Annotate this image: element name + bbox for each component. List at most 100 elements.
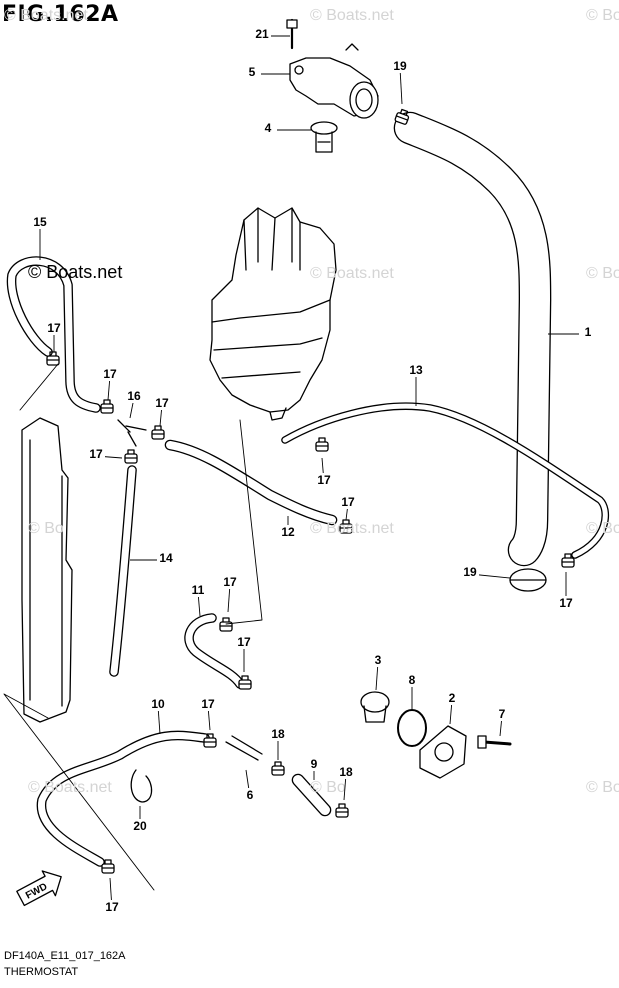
engine-ribs (243, 207, 301, 271)
callout-bg (125, 389, 143, 403)
clamp-17-d (124, 449, 138, 464)
callout-bg (157, 551, 175, 565)
clamp-17-j (203, 733, 217, 748)
watermark: © Boats.net (310, 7, 394, 24)
callout-bg (579, 325, 597, 339)
callout-bg (407, 363, 425, 377)
callout-17: 17 (559, 596, 573, 610)
clamp-17-i (238, 675, 252, 690)
callout-bg (259, 121, 277, 135)
thermostat-4-flange (310, 121, 338, 135)
watermark: © Boats.net (310, 265, 394, 282)
callout-bg (149, 697, 167, 711)
watermark: © Boats.net (586, 779, 619, 796)
clamp-17-g (561, 553, 575, 568)
cover-outlet (349, 81, 379, 119)
callout-15: 15 (33, 215, 47, 229)
hose-15 (6, 256, 101, 413)
callout-12: 12 (281, 525, 295, 539)
guide-lines (3, 363, 263, 891)
clamp-19-upper (394, 108, 410, 125)
callout-bg (391, 59, 409, 73)
callout-20: 20 (133, 819, 147, 833)
callout-5: 5 (249, 65, 256, 79)
callout-19: 19 (393, 59, 407, 73)
callout-13: 13 (409, 363, 423, 377)
callout-16: 16 (127, 389, 141, 403)
engine-block (209, 207, 337, 413)
clamp-17-f (315, 437, 329, 452)
clip-20 (130, 769, 153, 803)
callout-bg (253, 27, 271, 41)
clamp-17-c (151, 425, 165, 440)
callout-bg (305, 757, 323, 771)
hose-13 (281, 402, 610, 559)
callout-bg (87, 447, 105, 461)
callout-18: 18 (339, 765, 353, 779)
callout-3: 3 (375, 653, 382, 667)
callout-17: 17 (223, 575, 237, 589)
thermostat-3-flange (360, 691, 390, 713)
callout-6: 6 (247, 788, 254, 802)
cover-2-port (434, 742, 454, 762)
callout-10: 10 (151, 697, 165, 711)
callout-17: 17 (317, 473, 331, 487)
callout-bg (131, 819, 149, 833)
clamp-17-k (101, 859, 115, 874)
figure-title: FIG.162A (2, 2, 119, 27)
callout-4: 4 (265, 121, 272, 135)
callout-19: 19 (463, 565, 477, 579)
callout-bg (337, 765, 355, 779)
cover-outlet-bore (355, 88, 373, 112)
callout-bg (403, 673, 421, 687)
callout-14: 14 (159, 551, 173, 565)
gasket-8 (397, 709, 427, 747)
engine-detail (211, 299, 331, 379)
tube-9 (291, 773, 332, 817)
callout-bg (279, 525, 297, 539)
callout-bg (153, 396, 171, 410)
callout-bg (31, 215, 49, 229)
callout-bg (101, 367, 119, 381)
callout-17: 17 (47, 321, 61, 335)
engine-outlet (269, 407, 287, 421)
watermark: © Boats.net (586, 265, 619, 282)
callout-bg (315, 473, 333, 487)
hose-1 (393, 111, 552, 567)
plate-ridges (29, 439, 63, 707)
callout-7: 7 (499, 707, 506, 721)
watermark: © Bo (310, 779, 346, 796)
bolt-7-head (477, 735, 487, 749)
callout-bg (339, 495, 357, 509)
watermark: © Boats.net (28, 779, 112, 796)
callout-bg (243, 65, 261, 79)
joint-16 (117, 419, 147, 447)
watermark: © Bo (28, 520, 64, 537)
side-cover-plate (21, 417, 73, 723)
callout-11: 11 (192, 583, 205, 597)
callout-leader (399, 67, 403, 105)
callout-bg (369, 653, 387, 667)
hose-14 (109, 465, 137, 677)
callout-17: 17 (89, 447, 103, 461)
callout-bg (189, 583, 207, 597)
hose-12 (164, 439, 338, 526)
callout-bg (199, 697, 217, 711)
cover-bolt-hole (294, 65, 304, 75)
callout-bg (269, 727, 287, 741)
clamp-17-a (46, 351, 60, 366)
cover-nipple (345, 43, 359, 51)
callout-17: 17 (155, 396, 169, 410)
watermark: © Boats.net (4, 7, 88, 24)
callout-bg (493, 707, 511, 721)
thermostat-4-body (315, 131, 333, 153)
figure-section: THERMOSTAT (4, 966, 79, 978)
watermark: © Boats.net (310, 520, 394, 537)
callout-17: 17 (105, 900, 119, 914)
clamp-17-e (339, 519, 353, 534)
cover-2 (419, 725, 467, 779)
callout-18: 18 (271, 727, 285, 741)
watermark: © Boats.net (586, 520, 619, 537)
